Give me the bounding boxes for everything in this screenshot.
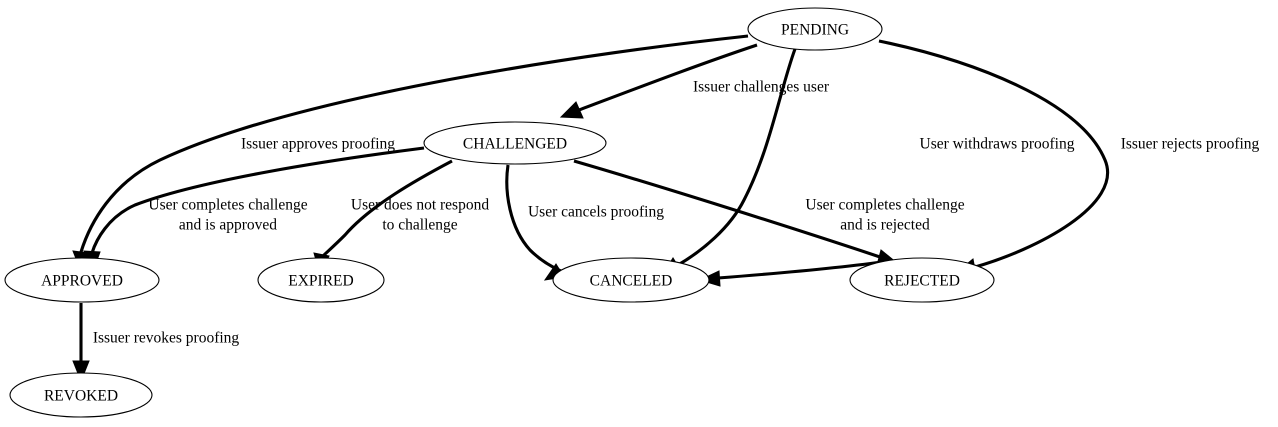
node-shape	[747, 7, 883, 51]
node-expired[interactable]: EXPIRED	[257, 257, 385, 303]
edge-path	[79, 34, 749, 253]
edge-path	[677, 48, 797, 267]
edge-label-pending-to-approved: Issuer approves proofing	[241, 136, 395, 153]
edge-path	[573, 159, 881, 259]
edge-path	[505, 164, 562, 273]
edge-label-approved-to-revoked: Issuer revokes proofing	[93, 330, 240, 347]
edge-approved-to-revoked[interactable]	[72, 303, 90, 383]
edge-path	[321, 159, 453, 258]
node-revoked[interactable]: REVOKED	[9, 372, 153, 418]
edge-challenged-to-canceled[interactable]	[505, 164, 565, 281]
node-label: PENDING	[781, 22, 849, 39]
node-shape	[552, 257, 710, 303]
node-label: APPROVED	[41, 273, 123, 290]
edge-path	[578, 43, 758, 112]
node-label: CANCELED	[590, 273, 673, 290]
node-label: REVOKED	[44, 388, 118, 405]
edge-label-line-1: User does not respond	[351, 197, 489, 214]
arrowhead-icon	[698, 270, 721, 287]
node-approved[interactable]: APPROVED	[4, 257, 160, 303]
node-shape	[9, 372, 153, 418]
arrowhead-icon	[559, 101, 584, 119]
edge-pending-to-challenged[interactable]	[559, 43, 758, 119]
node-shape	[257, 257, 385, 303]
edge-label-pending-to-canceled: User withdraws proofing	[920, 136, 1075, 153]
node-pending[interactable]: PENDING	[747, 7, 883, 51]
edge-label-line-1: User completes challenge	[148, 197, 307, 214]
edge-rejected-to-canceled[interactable]	[698, 259, 890, 287]
edge-path	[90, 146, 425, 254]
node-rejected[interactable]: REJECTED	[849, 257, 995, 303]
edge-path	[878, 39, 1109, 269]
node-label: CHALLENGED	[463, 136, 567, 153]
edge-pending-to-approved[interactable]	[72, 34, 749, 273]
nodes-layer: PENDING CHALLENGED APPROVED EXPIRED CANC…	[4, 7, 995, 418]
node-canceled[interactable]: CANCELED	[552, 257, 710, 303]
arrowhead-icon	[72, 360, 90, 383]
edge-pending-to-rejected[interactable]	[878, 39, 1109, 276]
edge-label-line-2: to challenge	[382, 217, 457, 234]
node-shape	[4, 257, 160, 303]
edge-label-line-2: and is approved	[179, 217, 277, 234]
edge-label-line-1: User completes challenge	[805, 197, 964, 214]
edge-label-challenged-to-canceled: User cancels proofing	[528, 204, 664, 221]
node-shape	[423, 121, 607, 165]
edge-label-pending-to-challenged: Issuer challenges user	[693, 79, 830, 96]
node-challenged[interactable]: CHALLENGED	[423, 121, 607, 165]
edge-labels-layer: Issuer challenges user Issuer approves p…	[93, 79, 1260, 347]
edge-label-challenged-to-approved: User completes challenge and is approved	[148, 197, 307, 234]
edge-label-pending-to-rejected: Issuer rejects proofing	[1121, 136, 1260, 153]
node-label: EXPIRED	[288, 273, 353, 290]
node-label: REJECTED	[884, 273, 960, 290]
edge-path	[717, 259, 890, 280]
edge-label-line-2: and is rejected	[840, 217, 930, 234]
edge-label-challenged-to-expired: User does not respond to challenge	[351, 197, 489, 234]
node-shape	[849, 257, 995, 303]
edge-label-challenged-to-rejected: User completes challenge and is rejected	[805, 197, 964, 234]
